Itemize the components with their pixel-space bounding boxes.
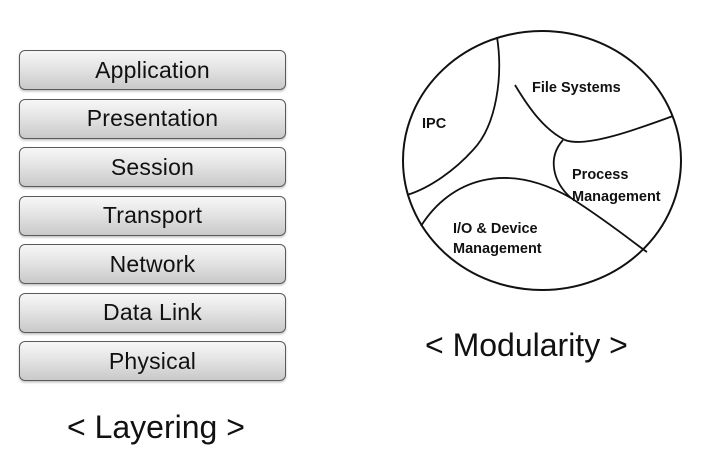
boundary-filesystems-process — [514, 84, 674, 143]
layer-application: Application — [19, 50, 286, 90]
module-file-systems: File Systems — [532, 80, 621, 96]
layer-session: Session — [19, 147, 286, 187]
module-io-line-2: Management — [453, 241, 542, 257]
layer-network: Network — [19, 244, 286, 284]
modularity-diagram: File Systems IPC Process Management I/O … — [402, 30, 682, 291]
modularity-caption: < Modularity > — [425, 327, 628, 363]
layer-data-link: Data Link — [19, 292, 286, 333]
module-io-line-1: I/O & Device — [453, 221, 538, 237]
layer-stack: Application Presentation Session Transpo… — [19, 50, 286, 390]
module-process-line-2: Management — [572, 189, 661, 205]
boundary-process-io — [552, 139, 572, 199]
boundary-ipc-filesystems — [406, 36, 501, 196]
layer-transport: Transport — [19, 195, 286, 236]
layer-physical: Physical — [19, 341, 286, 381]
modularity-circle — [402, 30, 682, 291]
layer-presentation: Presentation — [19, 98, 286, 139]
layering-caption: < Layering > — [67, 409, 245, 445]
boundary-ipc-io — [420, 177, 648, 253]
module-process-line-1: Process — [572, 167, 628, 183]
module-ipc: IPC — [422, 116, 447, 132]
